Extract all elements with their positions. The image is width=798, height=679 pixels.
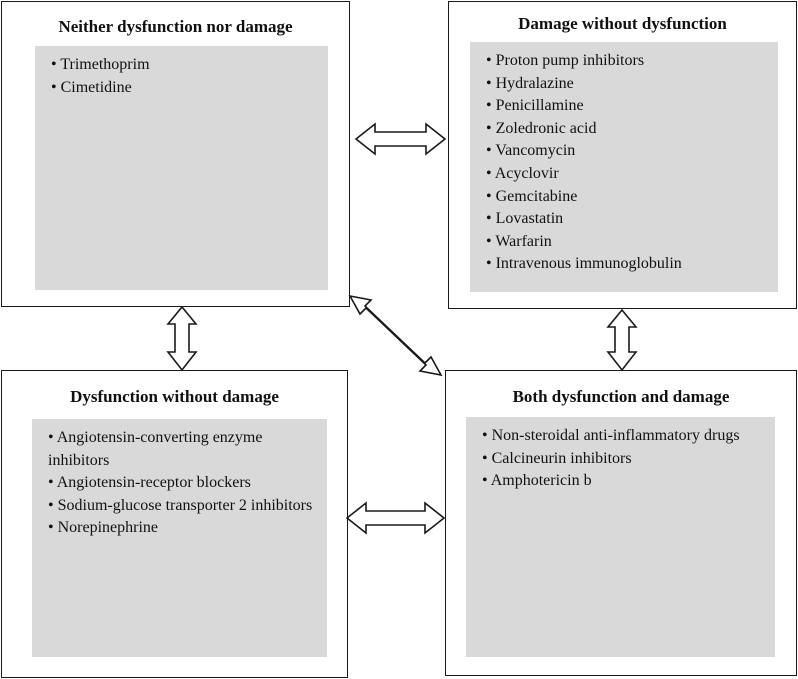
list-item: • Angiotensin-receptor blockers — [48, 474, 251, 492]
double-arrow-top — [354, 122, 447, 156]
quadrant-dysfunction-only: Dysfunction without damage • Angiotensin… — [1, 370, 348, 678]
list-item: • Sodium-glucose transporter 2 inhibitor… — [48, 496, 313, 514]
quadrant-both-title: Both dysfunction and damage — [512, 387, 730, 406]
quadrant-neither: Neither dysfunction nor damage • Trimeth… — [1, 1, 350, 307]
double-arrow-bottom — [345, 501, 446, 535]
double-arrow-right — [606, 308, 638, 372]
quadrant-neither-list: • Trimethoprim • Cimetidine — [35, 46, 328, 290]
double-arrow-diagonal — [348, 294, 443, 377]
quadrant-dysfunction-only-list: • Angiotensin-converting enzyme inhibito… — [32, 419, 327, 657]
quadrant-damage-only-list: • Proton pump inhibitors • Hydralazine •… — [470, 42, 778, 292]
list-item: • Intravenous immunoglobulin — [486, 255, 682, 273]
list-item: • Cimetidine — [51, 78, 132, 96]
list-item: • Proton pump inhibitors — [486, 52, 645, 69]
list-item: • Vancomycin — [486, 142, 576, 160]
list-item: • Calcineurin inhibitors — [482, 449, 632, 467]
quadrant-damage-only: Damage without dysfunction • Proton pump… — [448, 1, 797, 309]
list-item: • Zoledronic acid — [486, 119, 597, 137]
list-item: • Norepinephrine — [48, 519, 159, 537]
list-item: • Hydralazine — [486, 74, 574, 92]
quadrant-neither-title: Neither dysfunction nor damage — [58, 17, 293, 36]
list-item: • Lovastatin — [486, 210, 564, 228]
double-arrow-left — [166, 305, 198, 372]
list-item: • Non-steroidal anti-inflammatory drugs — [482, 427, 740, 444]
list-item: • Trimethoprim — [51, 56, 150, 73]
list-item: • Warfarin — [486, 232, 552, 250]
quadrant-both: Both dysfunction and damage • Non-steroi… — [445, 370, 797, 676]
list-item: • Gemcitabine — [486, 187, 578, 205]
quadrant-damage-only-title: Damage without dysfunction — [518, 14, 727, 33]
list-item: • Penicillamine — [486, 97, 584, 115]
list-item: • Acyclovir — [486, 164, 559, 182]
quadrant-both-list: • Non-steroidal anti-inflammatory drugs … — [466, 417, 775, 657]
list-item: • Amphotericin b — [482, 472, 592, 490]
list-item: • Angiotensin-converting enzyme inhibito… — [48, 429, 263, 469]
quadrant-dysfunction-only-title: Dysfunction without damage — [70, 387, 279, 406]
